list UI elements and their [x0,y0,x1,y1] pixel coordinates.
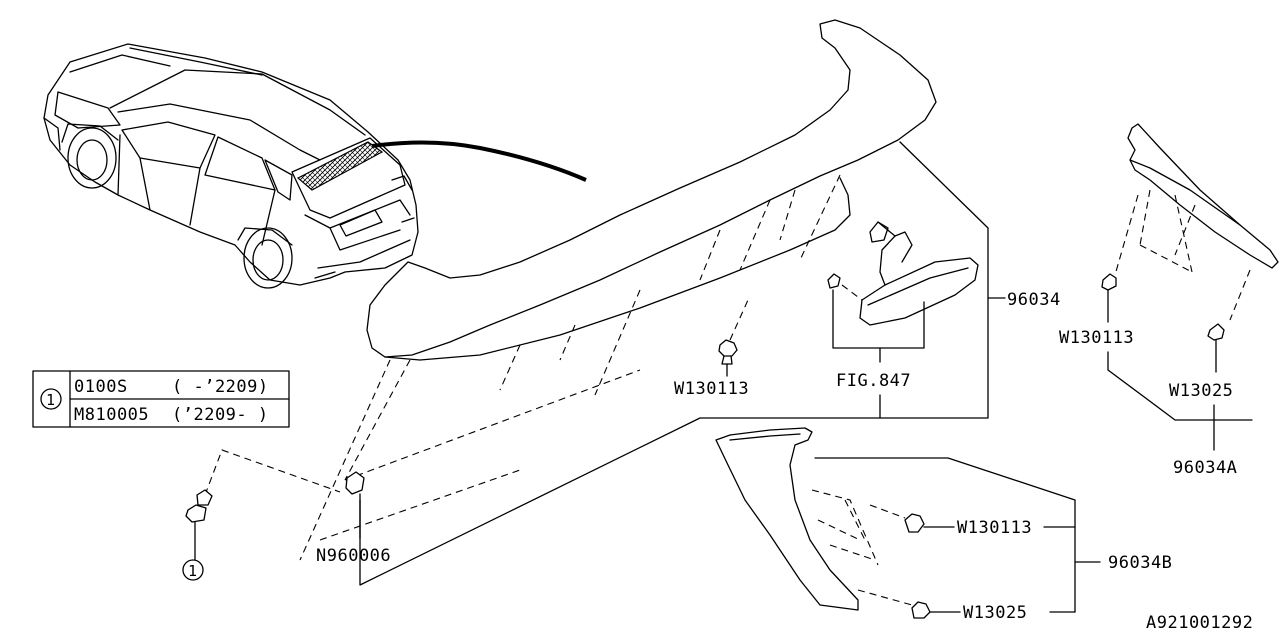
ref-circle-screw-number: 1 [188,562,197,580]
label-96034[interactable]: 96034 [1007,290,1061,310]
rear-spoiler-main [299,19,937,561]
label-w13025-right[interactable]: W13025 [1169,381,1233,401]
label-w130113-lower[interactable]: W130113 [957,518,1032,538]
label-96034a[interactable]: 96034A [1173,458,1237,478]
table-row-1-part: 0100S [74,377,128,397]
table-row-2-part: M810005 [74,405,149,425]
label-fig-847[interactable]: FIG.847 [836,371,911,391]
stop-lamp-assembly [827,221,979,419]
label-w130113-center[interactable]: W130113 [674,379,749,399]
ref-circle-screw[interactable] [182,559,204,581]
ref-table-circle [40,388,62,410]
ref-table-number: 1 [46,391,55,409]
reference-table: 1 0100S ( -’2209) M810005 (’2209- ) [32,370,290,428]
table-row-1-range: ( -’2209) [172,377,269,397]
nut-n960006 [345,471,365,539]
label-n960006[interactable]: N960006 [316,546,391,566]
lower-trim-96034b [715,427,1101,619]
location-pointer [371,140,587,182]
screw-ref-1 [185,449,341,561]
label-w13025-lower[interactable]: W13025 [963,603,1027,623]
label-96034b[interactable]: 96034B [1108,553,1172,573]
label-w130113-right[interactable]: W130113 [1059,328,1134,348]
table-row-2-range: (’2209- ) [172,405,269,425]
clip-w130113-center [718,299,749,377]
vehicle-illustration [43,43,419,289]
side-trim-96034a [1101,123,1279,451]
diagram-code: A921001292 [1146,613,1253,633]
